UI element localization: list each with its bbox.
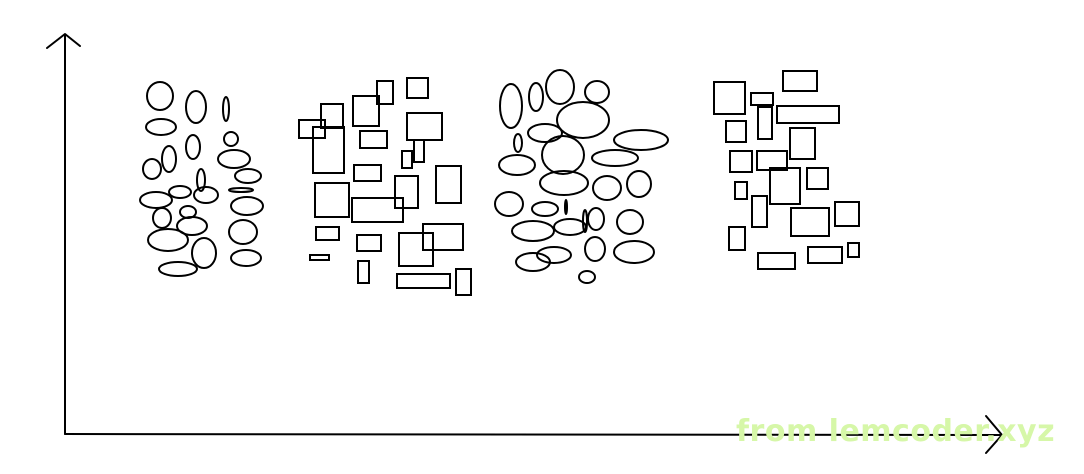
y-axis-arrowhead bbox=[46, 33, 81, 49]
x-axis bbox=[64, 433, 1001, 436]
ellipse-group-1-ellipse-12 bbox=[168, 185, 192, 199]
ellipse-group-2-ellipse-15 bbox=[494, 191, 524, 217]
ellipse-group-2-ellipse-19 bbox=[616, 209, 644, 235]
ellipse-group-1-ellipse-2 bbox=[185, 90, 207, 124]
ellipse-group-2 bbox=[494, 69, 669, 284]
rectangle-group-1-rectangle-10 bbox=[401, 150, 413, 169]
ellipse-group-1-ellipse-17 bbox=[230, 196, 264, 216]
rectangle-group-1 bbox=[298, 77, 472, 296]
rectangle-group-1-rectangle-11 bbox=[353, 164, 382, 182]
ellipse-group-2-ellipse-23 bbox=[584, 236, 606, 262]
rectangle-group-1-rectangle-6 bbox=[406, 112, 443, 141]
ellipse-group-2-ellipse-7 bbox=[613, 129, 669, 151]
ellipse-group-1-ellipse-7 bbox=[161, 145, 177, 173]
axes bbox=[46, 33, 1003, 454]
ellipse-group-1-ellipse-15 bbox=[139, 191, 173, 209]
ellipse-group-2-ellipse-20 bbox=[553, 218, 587, 236]
rectangle-group-2-rectangle-10 bbox=[769, 167, 801, 205]
rectangle-group-1-rectangle-1 bbox=[376, 80, 394, 105]
ellipse-group-1-ellipse-1 bbox=[146, 81, 174, 111]
ellipse-group-2-ellipse-12 bbox=[539, 170, 589, 196]
ellipse-group-2-ellipse-22 bbox=[511, 220, 555, 242]
ellipse-group-1-ellipse-20 bbox=[228, 219, 258, 245]
rectangle-group-2-rectangle-15 bbox=[834, 201, 860, 227]
ellipse-group-1-ellipse-22 bbox=[191, 237, 217, 269]
rectangle-group-2-rectangle-7 bbox=[789, 127, 816, 160]
rectangle-group-1-rectangle-4 bbox=[352, 95, 380, 127]
rectangle-group-2 bbox=[713, 70, 860, 270]
ellipse-group-1-ellipse-5 bbox=[223, 131, 239, 147]
ellipse-group-1-ellipse-13 bbox=[193, 186, 219, 204]
ellipse-group-2-ellipse-26 bbox=[515, 252, 551, 272]
ellipse-group-2-ellipse-9 bbox=[541, 135, 585, 175]
ellipse-group-1-ellipse-24 bbox=[158, 261, 198, 277]
rectangle-group-1-rectangle-16 bbox=[315, 226, 340, 241]
rectangle-group-1-rectangle-2 bbox=[406, 77, 429, 99]
rectangle-group-2-rectangle-6 bbox=[757, 106, 773, 140]
rectangle-group-2-rectangle-14 bbox=[790, 207, 830, 237]
rectangle-group-1-rectangle-8 bbox=[359, 130, 388, 149]
ellipse-group-1-ellipse-18 bbox=[152, 207, 172, 229]
rectangle-group-2-rectangle-4 bbox=[776, 105, 840, 124]
rectangle-group-2-rectangle-3 bbox=[750, 92, 774, 106]
ellipse-group-2-ellipse-16 bbox=[531, 201, 559, 217]
x-axis-arrowhead bbox=[985, 415, 1003, 454]
rectangle-group-1-rectangle-9 bbox=[413, 139, 425, 163]
ellipse-group-1-ellipse-6 bbox=[185, 134, 201, 160]
ellipse-group-2-ellipse-4 bbox=[584, 80, 610, 104]
ellipse-group-2-ellipse-21 bbox=[582, 209, 588, 233]
ellipse-group-2-ellipse-10 bbox=[591, 149, 639, 167]
ellipse-group-2-ellipse-17 bbox=[564, 199, 568, 215]
rectangle-group-2-rectangle-5 bbox=[725, 120, 747, 143]
ellipse-group-2-ellipse-13 bbox=[592, 175, 622, 201]
ellipse-group-2-ellipse-14 bbox=[626, 170, 652, 198]
ellipse-group-2-ellipse-24 bbox=[613, 240, 655, 264]
rectangle-group-2-rectangle-9 bbox=[756, 150, 788, 171]
rectangle-group-1-rectangle-14 bbox=[314, 182, 350, 218]
rectangle-group-1-rectangle-21 bbox=[357, 260, 370, 284]
ellipse-group-2-ellipse-1 bbox=[499, 83, 523, 129]
rectangle-group-2-rectangle-11 bbox=[806, 167, 829, 190]
rectangle-group-1-rectangle-18 bbox=[356, 234, 382, 252]
ellipse-group-1-ellipse-11 bbox=[196, 168, 206, 192]
ellipse-group-1-ellipse-8 bbox=[217, 149, 251, 169]
rectangle-group-2-rectangle-1 bbox=[713, 81, 746, 115]
ellipse-group-1-ellipse-4 bbox=[145, 118, 177, 136]
rectangle-group-1-rectangle-13 bbox=[394, 175, 419, 209]
rectangle-group-2-rectangle-13 bbox=[751, 195, 768, 228]
rectangle-group-1-rectangle-17 bbox=[422, 223, 464, 251]
ellipse-group-1 bbox=[139, 81, 264, 277]
rectangle-group-2-rectangle-19 bbox=[847, 242, 860, 258]
rectangle-group-2-rectangle-12 bbox=[734, 181, 748, 200]
ellipse-group-2-ellipse-18 bbox=[587, 207, 605, 231]
ellipse-group-1-ellipse-23 bbox=[230, 249, 262, 267]
rectangle-group-1-rectangle-20 bbox=[309, 254, 330, 261]
ellipse-group-2-ellipse-5 bbox=[556, 101, 610, 139]
ellipse-group-1-ellipse-9 bbox=[142, 158, 162, 180]
rectangle-group-1-rectangle-15 bbox=[351, 197, 404, 223]
ellipse-group-2-ellipse-8 bbox=[513, 133, 523, 153]
ellipse-group-1-ellipse-19 bbox=[176, 216, 208, 236]
ellipse-group-2-ellipse-27 bbox=[578, 270, 596, 284]
rectangle-group-1-rectangle-7 bbox=[312, 126, 345, 174]
rectangle-group-1-rectangle-19 bbox=[398, 232, 434, 267]
rectangle-group-2-rectangle-16 bbox=[728, 226, 746, 251]
ellipse-group-1-ellipse-10 bbox=[234, 168, 262, 184]
ellipse-group-1-ellipse-21 bbox=[147, 228, 189, 252]
ellipse-group-2-ellipse-2 bbox=[528, 82, 544, 112]
rectangle-group-1-rectangle-22 bbox=[396, 273, 451, 289]
ellipse-group-2-ellipse-3 bbox=[545, 69, 575, 105]
ellipse-group-2-ellipse-6 bbox=[527, 123, 563, 143]
rectangle-group-2-rectangle-8 bbox=[729, 150, 753, 173]
rectangle-group-2-rectangle-2 bbox=[782, 70, 818, 92]
rectangle-group-1-rectangle-12 bbox=[435, 165, 462, 204]
rectangle-group-2-rectangle-17 bbox=[757, 252, 796, 270]
ellipse-group-2-ellipse-25 bbox=[536, 246, 572, 264]
rectangle-group-2-rectangle-18 bbox=[807, 246, 843, 264]
ellipse-group-1-ellipse-14 bbox=[228, 187, 254, 193]
ellipse-group-1-ellipse-3 bbox=[222, 96, 230, 122]
ellipse-group-2-ellipse-11 bbox=[498, 154, 536, 176]
rectangle-group-1-rectangle-23 bbox=[455, 268, 472, 296]
